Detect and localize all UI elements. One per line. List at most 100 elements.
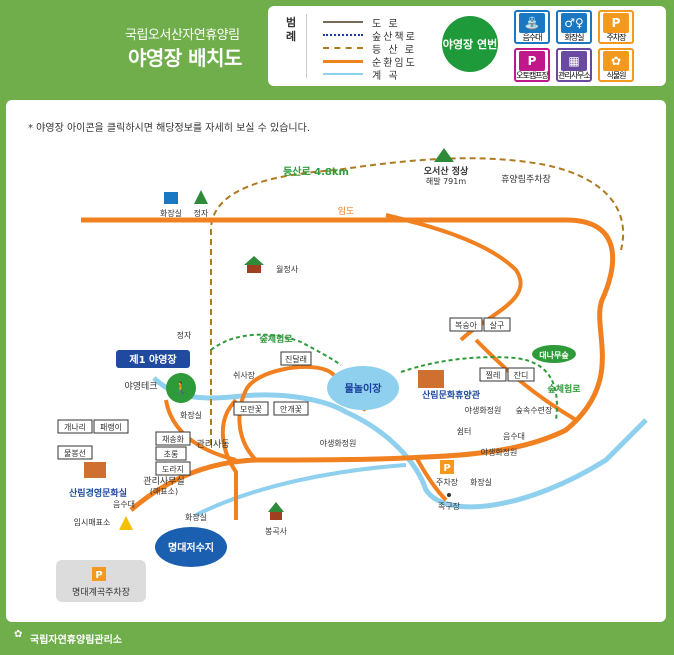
- restroom2-label: 화장실: [185, 512, 207, 522]
- ticket-office-label: 관리사무실: [143, 476, 184, 487]
- hiking-trail-line-sample: [323, 47, 363, 49]
- legend-road-label: 도 로: [372, 19, 400, 30]
- wild-garden3-label: 야생화정원: [481, 447, 518, 457]
- restroom-icon: ♂♀: [561, 13, 587, 33]
- water2-label: 음수대: [503, 432, 525, 441]
- campsite-number-badge: 야영장 연번: [442, 16, 498, 72]
- gaenari-label: 개나리: [64, 422, 86, 432]
- camp1-button[interactable]: [116, 350, 190, 368]
- parking-icon: P: [603, 13, 629, 33]
- restroom-icon[interactable]: [164, 192, 178, 204]
- summit-elevation: 해발 791m: [426, 176, 467, 186]
- legend-hiking-trail-label: 등 산 로: [372, 45, 416, 56]
- reservoir-label: 명대저수지: [168, 541, 214, 554]
- mulbongseon-label: 물봉선: [64, 449, 86, 458]
- water-fountain-icon: ⛲: [519, 13, 545, 33]
- header: 국립오서산자연휴양림 야영장 배치도: [0, 0, 260, 92]
- culture-hall-label: 산림문화휴양관: [422, 389, 481, 401]
- daenamu-forest-badge: [532, 345, 576, 363]
- ticket-sub-label: (매표소): [150, 487, 178, 496]
- restroom-label: 화장실: [180, 410, 202, 420]
- culture-hall-icon: [418, 370, 444, 388]
- restroom3-label: 화장실: [470, 477, 492, 487]
- bokseonga-label: 복숭아: [455, 320, 478, 330]
- camp1-label: 제1 야영장: [129, 353, 177, 366]
- reservoir: [155, 527, 227, 567]
- legend-water-fountain: ⛲ 음수대: [514, 10, 550, 44]
- jokgujang-label: 족구장: [438, 501, 461, 511]
- forest-walk-1: [210, 333, 342, 366]
- parking-icon[interactable]: [92, 567, 106, 581]
- notice-text: * 야영장 아이콘을 클릭하시면 해당정보를 자세히 보실 수 있습니다.: [28, 123, 311, 134]
- parking2-label: 주차장: [436, 477, 459, 487]
- camp1-site-badge[interactable]: [166, 373, 196, 403]
- jandi-label: 잔디: [514, 370, 529, 380]
- water-play-area[interactable]: [327, 366, 399, 410]
- temple-icon: [244, 256, 264, 265]
- salgu-label: 살구: [490, 321, 505, 330]
- forest-road-line-sample: [323, 60, 363, 63]
- forest-path2-label: 숲체험로: [547, 383, 581, 395]
- road-line-sample: [323, 21, 363, 23]
- legend-stream-label: 계 곡: [372, 71, 400, 82]
- jjillae-label: 찔레: [486, 371, 501, 380]
- legend-walk-path-label: 숲산책로: [372, 32, 417, 43]
- forest-path1-label: 숲체험로: [259, 333, 293, 345]
- walk-path-line-sample: [323, 34, 363, 36]
- pavilion-top-label: 정자: [194, 208, 209, 218]
- walker-icon: 🚶: [174, 381, 189, 395]
- baeraengi-label: 패랭이: [100, 422, 122, 432]
- hiking-trail: [210, 157, 625, 445]
- parking-area-label: 명대계곡주차장: [72, 586, 130, 598]
- legend-title: 범례: [286, 16, 297, 43]
- jindallae-label: 진달래: [285, 354, 307, 364]
- legend-parking: P 주차장: [598, 10, 634, 44]
- logo-icon: ✿: [14, 629, 23, 640]
- page-title: 야영장 배치도: [128, 46, 242, 70]
- legend-office: ▦ 관리사무소: [556, 48, 592, 82]
- temp-ticket-label: 임시매표소: [74, 518, 111, 527]
- woljeongsa-label: 월정사: [276, 264, 299, 274]
- forest-road-label: 임도: [338, 205, 355, 217]
- footer: ✿ 국립자연휴양림관리소: [14, 629, 122, 646]
- chorong-label: 초롱: [164, 450, 179, 459]
- pavilion-label: 정자: [177, 330, 192, 340]
- legend: 범례 도 로 숲산책로 등 산 로 순환임도 계 곡 야영장 연번 ⛲ 음수대 …: [268, 6, 666, 86]
- svg-text:P: P: [443, 463, 450, 474]
- parking-icon[interactable]: [440, 460, 454, 474]
- legend-autocamp: P 오토캠프장: [514, 48, 550, 82]
- botanical-garden-icon: ✿: [603, 51, 629, 71]
- map-panel: * 야영장 아이콘을 클릭하시면 해당정보를 자세히 보실 수 있습니다. 물놀…: [6, 100, 666, 622]
- footer-text: 국립자연휴양림관리소: [30, 635, 122, 646]
- morankkot-label: 모란꽃: [240, 404, 262, 414]
- summit-name: 오서산 정상: [424, 165, 469, 177]
- trail-label: 등산로 4.8km: [283, 165, 349, 178]
- stream: [152, 376, 648, 510]
- legend-botanical-garden: ✿ 식물원: [598, 48, 634, 82]
- forest-road-branch-3: [220, 398, 238, 520]
- autocamp-icon: P: [519, 51, 545, 71]
- restroom-top-label: 화장실: [160, 208, 182, 218]
- wild-garden2-label: 야생화정원: [465, 405, 502, 415]
- legend-forest-road-label: 순환임도: [372, 58, 417, 69]
- mgmt-culture-hall-label: 산림경영문화실: [69, 487, 127, 499]
- mountain-icon: [434, 148, 454, 162]
- legend-divider: [306, 14, 307, 78]
- pavilion-icon: [194, 190, 208, 204]
- mgmt-office-label: 관리사동: [196, 439, 229, 450]
- forest-walk-2: [400, 356, 558, 421]
- water-play-label: 물놀이장: [345, 382, 383, 395]
- svg-text:P: P: [95, 570, 102, 581]
- rest-spot-label: 쉼터: [457, 426, 472, 436]
- stream-line-sample: [323, 73, 363, 75]
- forest-house-label: 숲속수련장: [516, 405, 553, 415]
- office-icon: ▦: [561, 51, 587, 71]
- bonggoksa-label: 봉곡사: [265, 527, 288, 536]
- chaesonghwa-label: 채송화: [162, 434, 185, 444]
- forest-road-branch-5: [414, 456, 448, 502]
- forest-name: 국립오서산자연휴양림: [125, 28, 240, 43]
- daenamu-forest-label: 대나무숲: [539, 350, 569, 360]
- water1-label: 음수대: [113, 500, 135, 509]
- camp-deck-label: 야영테크: [124, 381, 157, 392]
- campsite-map: 물놀이장 명대저수지 P 명대계곡주차장 오서산 정상 해발 791m 휴양림주…: [56, 148, 648, 602]
